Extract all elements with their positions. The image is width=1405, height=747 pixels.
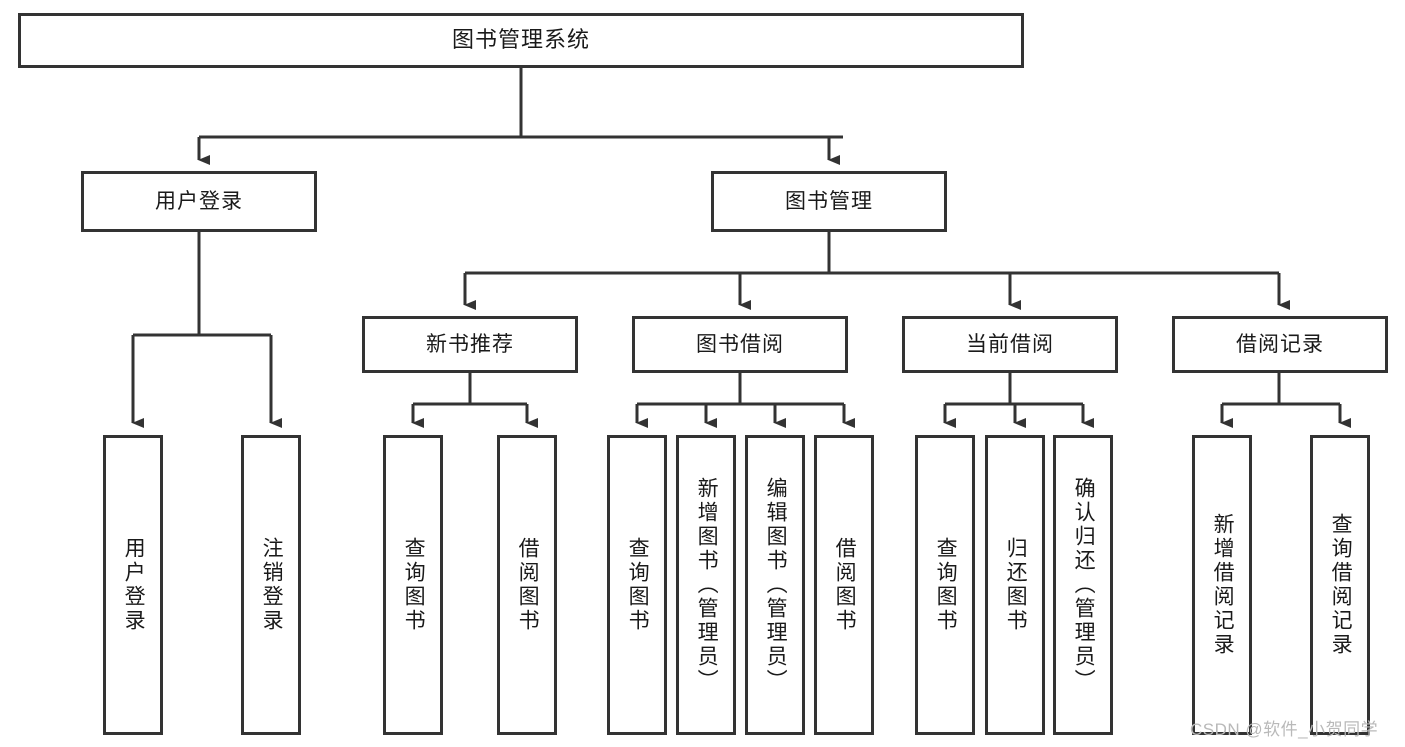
leaf-user-login-logout[interactable]: 注销登录 <box>241 435 301 735</box>
node-label: 用户登录 <box>122 537 146 633</box>
leaf-current-borrow-query[interactable]: 查询图书 <box>915 435 975 735</box>
node-root-book-management-system[interactable]: 图书管理系统 <box>18 13 1024 68</box>
node-label: 归还图书 <box>1004 537 1028 633</box>
leaf-current-borrow-confirm-admin[interactable]: 确认归还（管理员） <box>1053 435 1113 735</box>
node-label: 用户登录 <box>155 189 243 213</box>
node-label: 新增借阅记录 <box>1211 513 1235 657</box>
node-label: 查询图书 <box>402 537 426 633</box>
leaf-book-borrow-edit-admin[interactable]: 编辑图书（管理员） <box>745 435 805 735</box>
leaf-book-borrow-query[interactable]: 查询图书 <box>607 435 667 735</box>
leaf-borrow-record-add[interactable]: 新增借阅记录 <box>1192 435 1252 735</box>
node-label: 确认归还（管理员） <box>1072 477 1096 693</box>
node-label: 注销登录 <box>260 537 284 633</box>
node-book-borrow[interactable]: 图书借阅 <box>632 316 848 373</box>
node-new-book-recommend[interactable]: 新书推荐 <box>362 316 578 373</box>
node-label: 查询图书 <box>626 537 650 633</box>
node-label: 查询借阅记录 <box>1329 513 1353 657</box>
leaf-user-login-login[interactable]: 用户登录 <box>103 435 163 735</box>
leaf-new-book-borrow[interactable]: 借阅图书 <box>497 435 557 735</box>
node-label: 借阅图书 <box>833 537 857 633</box>
leaf-new-book-query[interactable]: 查询图书 <box>383 435 443 735</box>
node-label: 新书推荐 <box>426 332 514 356</box>
node-label: 编辑图书（管理员） <box>764 477 788 693</box>
leaf-borrow-record-query[interactable]: 查询借阅记录 <box>1310 435 1370 735</box>
node-label: 借阅记录 <box>1236 332 1324 356</box>
node-label: 图书管理系统 <box>451 27 590 53</box>
node-label: 查询图书 <box>934 537 958 633</box>
node-label: 当前借阅 <box>966 332 1054 356</box>
node-book-management[interactable]: 图书管理 <box>711 171 947 232</box>
node-label: 图书管理 <box>785 189 873 213</box>
leaf-book-borrow-borrow[interactable]: 借阅图书 <box>814 435 874 735</box>
leaf-current-borrow-return[interactable]: 归还图书 <box>985 435 1045 735</box>
node-label: 新增图书（管理员） <box>695 477 719 693</box>
node-label: 借阅图书 <box>516 537 540 633</box>
node-user-login[interactable]: 用户登录 <box>81 171 317 232</box>
node-label: 图书借阅 <box>696 332 784 356</box>
node-current-borrow[interactable]: 当前借阅 <box>902 316 1118 373</box>
leaf-book-borrow-add-admin[interactable]: 新增图书（管理员） <box>676 435 736 735</box>
csdn-watermark: CSDN @软件_小贺同学 <box>1190 720 1379 739</box>
node-borrow-record[interactable]: 借阅记录 <box>1172 316 1388 373</box>
